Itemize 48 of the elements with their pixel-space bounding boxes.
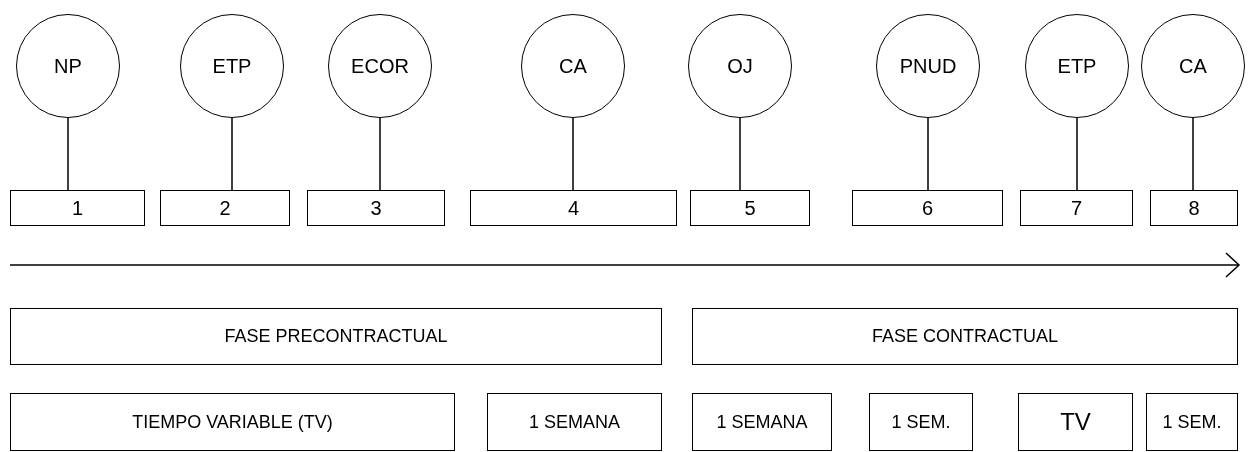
duration-box: [1018, 393, 1133, 451]
step-box: [307, 190, 445, 226]
node-label: 3: [370, 196, 382, 220]
node-label: 4: [567, 196, 580, 220]
node-label: CA: [1179, 54, 1207, 78]
connector-line: [927, 117, 929, 191]
node-label: 1: [71, 196, 84, 220]
node-label: FASE CONTRACTUAL: [872, 326, 1058, 347]
step-box: [10, 190, 145, 226]
node-label: ECOR: [351, 54, 409, 78]
duration-box: [1146, 393, 1238, 451]
step-box: [852, 190, 1003, 226]
connector-line: [572, 117, 574, 191]
node-label: 8: [1188, 196, 1200, 220]
step-box: [470, 190, 677, 226]
node-label: 1 SEM.: [1162, 411, 1222, 433]
node-label: 5: [744, 196, 756, 220]
node-label: 7: [1070, 196, 1083, 220]
step-box: [1150, 190, 1238, 226]
node-label: TV: [1060, 408, 1091, 436]
connector-line: [1192, 117, 1194, 191]
node-label: 6: [921, 196, 934, 220]
step-box: [1020, 190, 1133, 226]
node-label: NP: [54, 54, 82, 78]
step-box: [160, 190, 290, 226]
connector-line: [1076, 117, 1078, 191]
duration-box: [10, 393, 455, 451]
connector-line: [231, 117, 233, 191]
step-box: [690, 190, 810, 226]
node-label: PNUD: [899, 54, 957, 78]
node-label: 1 SEMANA: [716, 411, 808, 433]
phase-band: [10, 308, 662, 365]
node-label: 1 SEM.: [891, 411, 951, 433]
node-label: TIEMPO VARIABLE (TV): [132, 411, 333, 433]
phase-band: [692, 308, 1238, 365]
node-label: CA: [559, 54, 587, 78]
node-label: ETP: [212, 54, 252, 78]
connector-line: [739, 117, 741, 191]
connector-line: [379, 117, 381, 191]
node-label: OJ: [727, 54, 753, 78]
duration-box: [692, 393, 832, 451]
node-label: FASE PRECONTRACTUAL: [224, 326, 448, 347]
node-label: ETP: [1057, 54, 1097, 78]
connector-line: [67, 117, 69, 191]
node-label: 1 SEMANA: [529, 411, 620, 433]
duration-box: [869, 393, 973, 451]
node-label: 2: [219, 196, 231, 220]
duration-box: [487, 393, 662, 451]
